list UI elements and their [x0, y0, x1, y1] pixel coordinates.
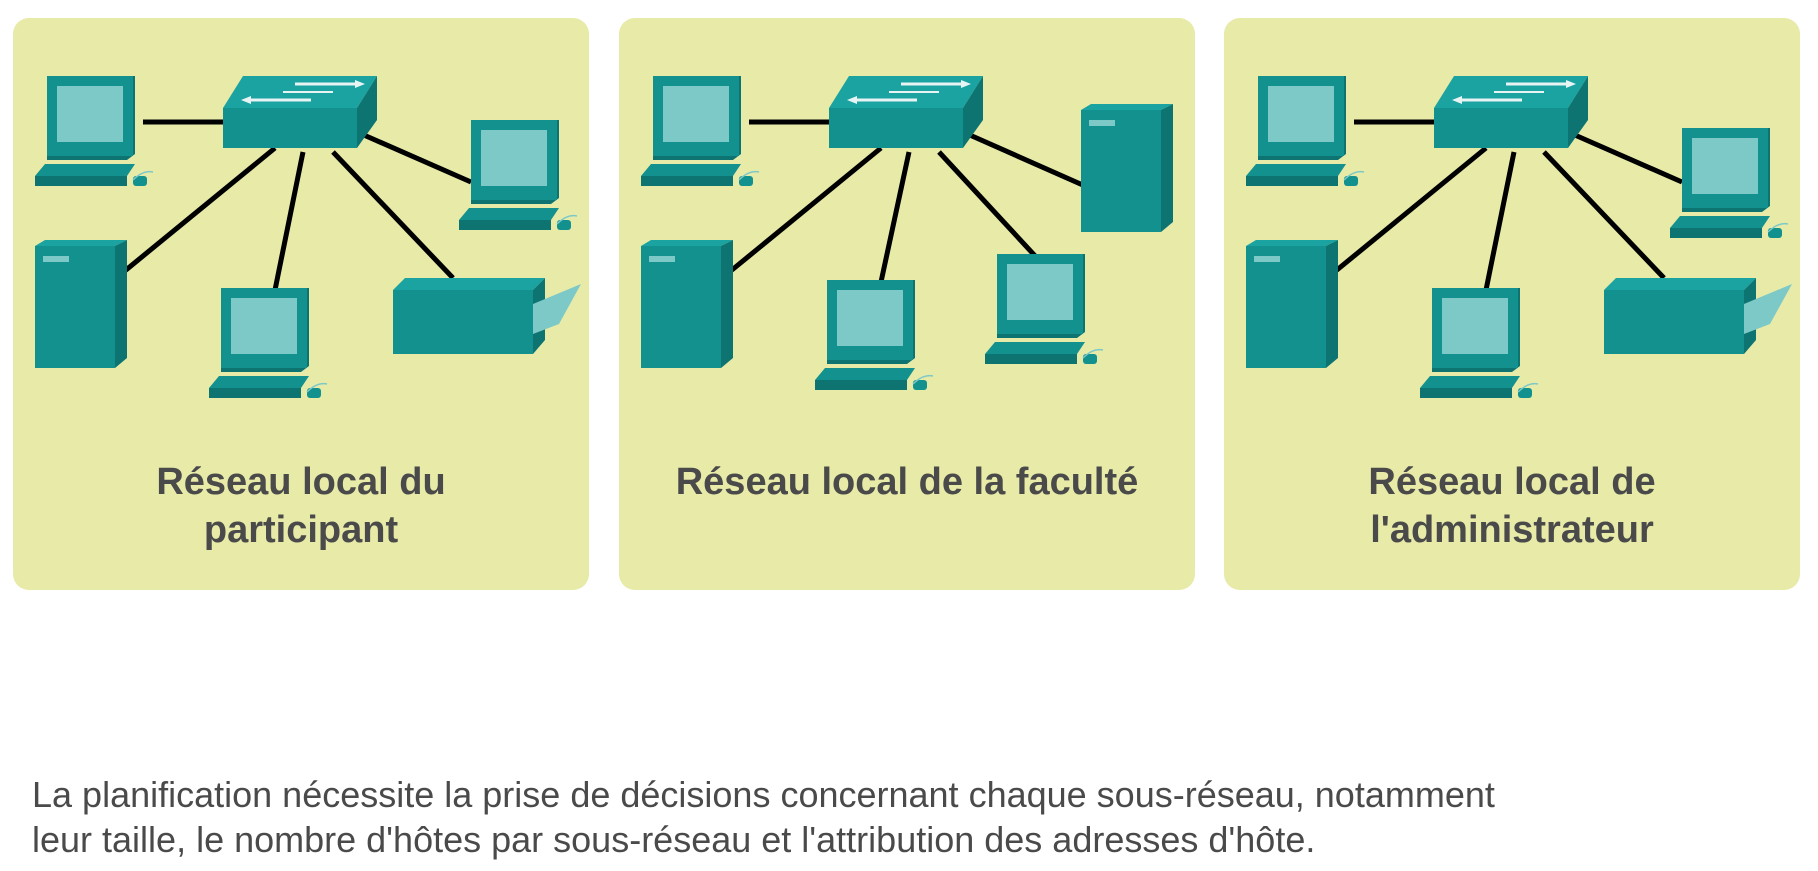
panel-label-line: Réseau local de	[1368, 461, 1656, 503]
printer-icon	[1604, 278, 1792, 354]
server-icon	[641, 240, 733, 368]
panel-label: Réseau local de l'administrateur	[1224, 458, 1800, 554]
caption-line: leur taille, le nombre d'hôtes par sous-…	[32, 819, 1316, 860]
server-icon	[1246, 240, 1338, 368]
computer-icon	[640, 75, 760, 187]
panel-label: Réseau local du participant	[13, 458, 589, 554]
caption: La planification nécessite la prise de d…	[32, 772, 1792, 862]
faculty-lan-topology-diagram	[640, 74, 1173, 391]
computer-icon	[208, 287, 328, 399]
caption-line: La planification nécessite la prise de d…	[32, 774, 1495, 815]
panel-label-line: Réseau local de la faculté	[675, 461, 1139, 503]
admin-lan-topology-diagram	[1245, 74, 1792, 399]
panel-label-line: l'administrateur	[1370, 509, 1654, 551]
panel-label: Réseau local de la faculté	[619, 458, 1195, 506]
server-icon	[35, 240, 127, 368]
switch-icon	[827, 74, 985, 150]
panel-student-lan: Réseau local du participant	[13, 18, 589, 590]
panel-label-line: participant	[203, 509, 399, 551]
panel-admin-lan: Réseau local de l'administrateur	[1224, 18, 1800, 590]
student-lan-topology-diagram	[34, 74, 581, 399]
computer-icon	[814, 279, 934, 391]
computer-icon	[984, 253, 1104, 365]
printer-icon	[393, 278, 581, 354]
panel-faculty-lan: Réseau local de la faculté	[619, 18, 1195, 590]
computer-icon	[34, 75, 154, 187]
switch-icon	[221, 74, 379, 150]
switch-icon	[1432, 74, 1590, 150]
computer-icon	[458, 119, 578, 231]
panel-label-line: Réseau local du	[156, 461, 446, 503]
computer-icon	[1245, 75, 1365, 187]
computer-icon	[1669, 127, 1789, 239]
computer-icon	[1419, 287, 1539, 399]
server-icon	[1081, 104, 1173, 232]
